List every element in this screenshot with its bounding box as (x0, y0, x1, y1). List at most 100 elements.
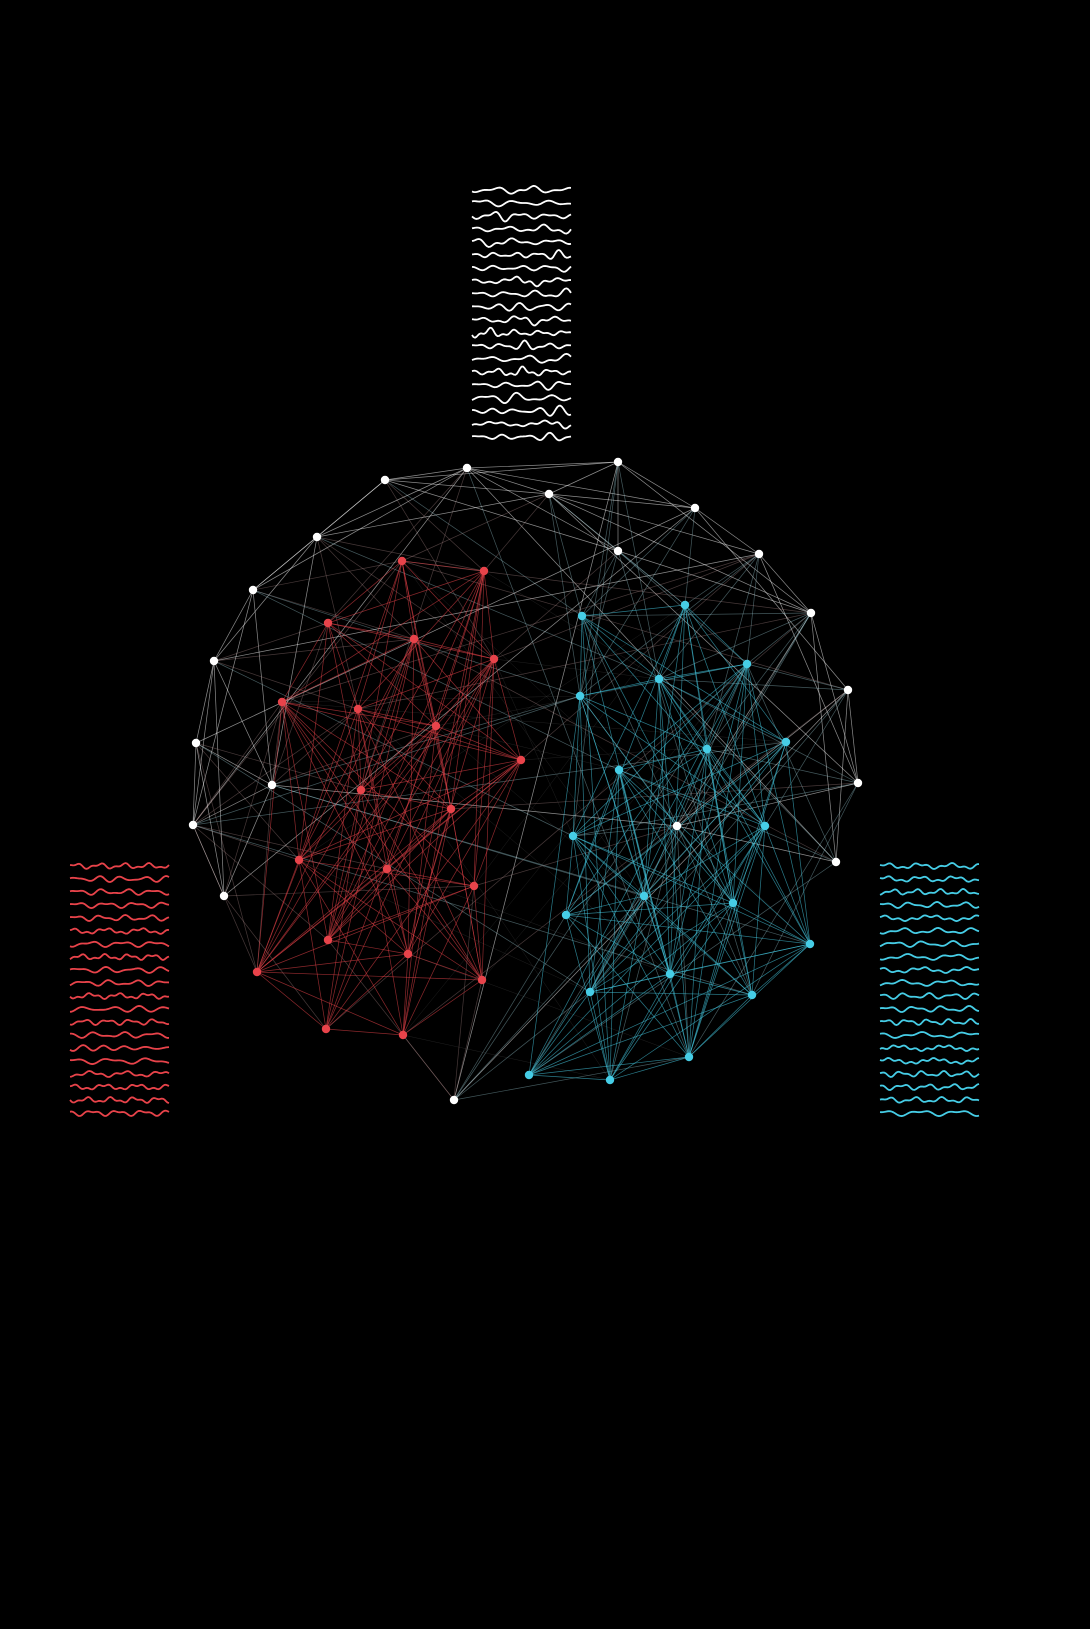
network-edge (565, 914, 811, 945)
network-edge (192, 589, 254, 826)
network-edge (572, 663, 748, 837)
network-edge (281, 701, 522, 761)
network-edge (357, 708, 437, 727)
network-edge (402, 1034, 611, 1081)
network-edge (401, 560, 811, 945)
network-edge (847, 689, 859, 784)
network-edge (384, 479, 485, 572)
network-edge (256, 784, 273, 973)
network-edge (256, 868, 388, 973)
node-white (449, 1095, 459, 1105)
network-edge (192, 784, 273, 826)
network-edge (357, 708, 522, 761)
network-edge (528, 695, 581, 1076)
signal-trace (471, 287, 572, 298)
network-edge (751, 825, 766, 996)
network-edge (643, 678, 660, 897)
network-edge (617, 461, 696, 509)
node-red (446, 804, 456, 814)
node-red (477, 975, 487, 985)
network-edge (281, 701, 787, 743)
signal-trace (471, 326, 572, 339)
network-edge (589, 991, 611, 1081)
network-edge (386, 868, 409, 955)
network-edge (688, 741, 787, 1058)
network-edge (271, 536, 318, 786)
signal-trace (471, 275, 572, 288)
network-edge (357, 708, 483, 981)
network-edge (325, 638, 415, 1030)
network-edge (589, 991, 753, 996)
network-edge (192, 824, 225, 897)
network-edge (658, 678, 849, 691)
node-white (188, 820, 198, 830)
network-edge (669, 825, 766, 975)
network-edge (658, 678, 811, 945)
network-edge (386, 868, 483, 981)
network-edge (401, 493, 550, 562)
signal-trace (471, 431, 572, 442)
network-edge (589, 612, 812, 993)
node-red (516, 755, 526, 765)
signal-trace (69, 888, 170, 896)
node-white (672, 821, 682, 831)
network-edge (466, 461, 619, 469)
network-edge (281, 701, 362, 791)
network-edge (764, 689, 849, 827)
node-white (248, 585, 258, 595)
network-edge (401, 560, 415, 640)
network-edge (684, 604, 748, 665)
network-edge (565, 895, 645, 916)
network-edge (589, 902, 734, 993)
network-edge (298, 859, 591, 993)
network-edge (325, 1028, 404, 1036)
network-edge (357, 560, 403, 710)
signal-trace (879, 1083, 980, 1091)
network-edge (453, 885, 475, 1101)
node-white (462, 463, 472, 473)
network-edge (732, 741, 787, 904)
network-edge (581, 612, 812, 617)
network-edge (325, 725, 437, 1030)
network-edge (643, 741, 787, 897)
network-edge (676, 663, 748, 827)
network-edge (520, 553, 760, 761)
signal-trace (69, 1044, 170, 1052)
node-cyan (577, 611, 587, 621)
network-edge (618, 663, 748, 771)
node-white (209, 656, 219, 666)
network-edge (435, 663, 748, 727)
network-edge (746, 663, 811, 945)
network-edge (572, 835, 645, 897)
network-edge (192, 824, 329, 941)
network-edge (810, 612, 859, 784)
node-white (690, 503, 700, 513)
network-edge (618, 769, 766, 827)
network-edge (195, 742, 258, 973)
network-edge (256, 725, 437, 973)
signal-trace (471, 223, 572, 235)
node-cyan (665, 969, 675, 979)
network-edge (252, 589, 581, 697)
network-edge (327, 939, 409, 955)
network-edge (548, 493, 619, 552)
network-edge (450, 759, 522, 810)
network-edge (688, 782, 859, 1058)
network-edge (706, 553, 760, 750)
signal-trace (69, 1057, 170, 1065)
network-edge (223, 895, 327, 1030)
network-edge (195, 742, 273, 786)
network-edge (589, 825, 766, 993)
network-edge (327, 467, 468, 624)
network-edge (435, 725, 753, 996)
signal-trace (471, 352, 572, 364)
network-edge (618, 769, 837, 863)
network-edge (581, 615, 660, 680)
network-edge (213, 638, 415, 662)
network-edge (327, 868, 388, 941)
network-edge (589, 741, 787, 993)
network-edge (617, 550, 812, 614)
network-edge (548, 493, 812, 614)
network-edge (386, 868, 671, 975)
signal-trace (69, 914, 170, 922)
